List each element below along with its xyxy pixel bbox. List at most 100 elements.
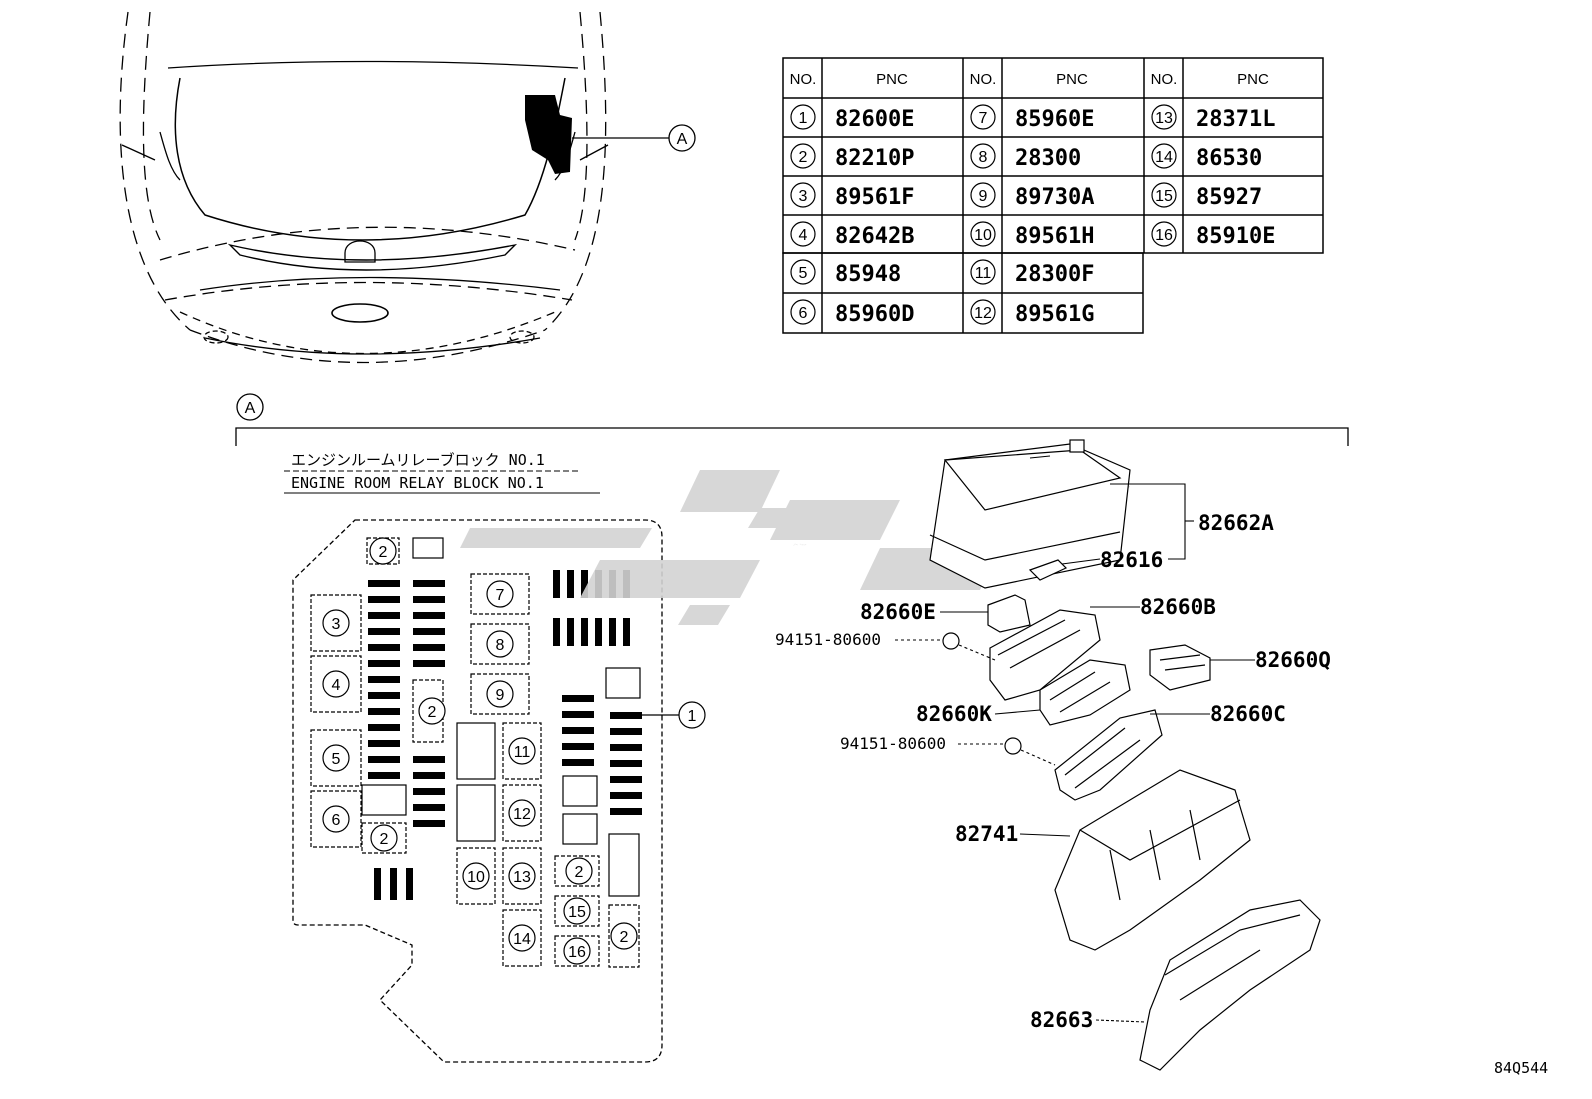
car-front-sketch (119, 11, 609, 364)
part-label-94151-b: 94151-80600 (840, 734, 946, 753)
table-row-pnc: 89561F (835, 185, 914, 210)
slot-circle (565, 857, 593, 885)
table-row-number: 12 (974, 305, 992, 322)
bracket-82660b (989, 609, 1101, 701)
watermark: تویوتا یدکی (460, 470, 1130, 625)
connector-82660k (1039, 659, 1131, 726)
cover-82662a (929, 439, 1131, 589)
table-row-number: 4 (799, 227, 808, 244)
part-label-82616: 82616 (1100, 548, 1163, 572)
slot-number: 3 (332, 616, 341, 633)
table-row-number-circle (970, 104, 996, 130)
slot-number: 2 (575, 864, 584, 881)
slot-number: 8 (496, 637, 505, 654)
slot-circle (370, 824, 398, 852)
fuse-bars (368, 570, 642, 900)
slot-number: 15 (568, 904, 586, 921)
table-row-number: 10 (974, 227, 992, 244)
slot-circle (322, 805, 350, 833)
detail-frame: A (235, 393, 1349, 446)
slot-circle (369, 537, 397, 565)
block-body-82741 (1054, 769, 1251, 951)
table-header-pnc: PNC (1237, 71, 1269, 88)
slot-number: 14 (513, 931, 531, 948)
relay-block-outline (292, 519, 663, 1063)
lower-case-82663 (1139, 899, 1321, 1071)
part-label-82662a: 82662A (1198, 511, 1274, 535)
slot-number: 16 (568, 944, 586, 961)
table-row-pnc: 82642B (835, 224, 914, 249)
table-header-pnc: PNC (876, 71, 908, 88)
table-row-number-circle (1151, 182, 1177, 208)
part-label-82660b: 82660B (1140, 595, 1216, 619)
table-row-number: 5 (799, 265, 808, 282)
callout-a-label: A (245, 400, 256, 417)
slot-circle (486, 680, 514, 708)
slot-circle (508, 924, 536, 952)
table-row-number: 11 (975, 265, 992, 282)
callout-a-top: A (668, 124, 696, 152)
bracket-82660c (1054, 709, 1163, 801)
table-row-pnc: 82600E (835, 107, 914, 132)
table-row-pnc: 85927 (1196, 185, 1262, 210)
table-header-no: NO. (970, 71, 997, 88)
part-label-94151-a: 94151-80600 (775, 630, 881, 649)
table-row-number: 1 (799, 110, 808, 127)
table-row-number: 8 (979, 149, 988, 166)
table-row-number-circle (790, 221, 816, 247)
table-row-pnc: 86530 (1196, 146, 1262, 171)
slot-circle (610, 922, 638, 950)
table-row-number-circle (790, 259, 816, 285)
part-label-82660e: 82660E (860, 600, 936, 624)
slot-circle (322, 609, 350, 637)
connector-82660q (1149, 644, 1211, 691)
table-row-pnc: 89561H (1015, 224, 1094, 249)
table-row-number: 3 (799, 188, 808, 205)
block-title-en: ENGINE ROOM RELAY BLOCK NO.1 (291, 474, 544, 492)
block-title-jp: エンジンルームリレーブロック NO.1 (291, 451, 545, 469)
table-row-pnc: 28300F (1015, 262, 1094, 287)
table-row-number-circle (790, 104, 816, 130)
table-row-pnc: 89730A (1015, 185, 1094, 210)
part-label-82741: 82741 (955, 822, 1018, 846)
slot-number: 2 (380, 831, 389, 848)
slot-number: 4 (332, 677, 341, 694)
slot-circle (508, 799, 536, 827)
table-row-number: 6 (799, 305, 808, 322)
slot-number: 11 (514, 744, 531, 761)
table-row-pnc: 82210P (835, 146, 914, 171)
svg-text:تویوتا یدکی: تویوتا یدکی (792, 543, 806, 546)
table-row-number-circle (970, 299, 996, 325)
slot-number: 10 (467, 869, 485, 886)
table-row-number-circle (970, 143, 996, 169)
slot-number: 5 (332, 751, 341, 768)
slot-number: 2 (620, 929, 629, 946)
slot-circle (486, 580, 514, 608)
table-row-pnc: 89561G (1015, 302, 1094, 327)
slot-circle (462, 862, 490, 890)
slot-circle (563, 937, 591, 965)
slot-circle (418, 697, 446, 725)
exploded-parts (929, 439, 1321, 1071)
table-row-number: 9 (979, 188, 988, 205)
figure-code: 84Q544 (1494, 1059, 1548, 1077)
relay-slots (310, 537, 641, 968)
slot-circle (508, 862, 536, 890)
table-row-number-circle (970, 221, 996, 247)
slot-number: 13 (513, 869, 531, 886)
part-label-82660c: 82660C (1210, 702, 1286, 726)
table-row-number-circle (790, 299, 816, 325)
table-row-pnc: 85948 (835, 262, 901, 287)
block-title: エンジンルームリレーブロック NO.1 ENGINE ROOM RELAY BL… (284, 451, 600, 494)
slot-number: 12 (513, 806, 531, 823)
table-row-number-circle (1151, 104, 1177, 130)
slot-number: 9 (496, 687, 505, 704)
slot-circle (322, 744, 350, 772)
fuse-puller-82616 (1028, 559, 1068, 581)
slot-number: 2 (428, 704, 437, 721)
slot-circle (563, 897, 591, 925)
table-row-pnc: 28300 (1015, 146, 1081, 171)
table-row-pnc: 85960D (835, 302, 914, 327)
